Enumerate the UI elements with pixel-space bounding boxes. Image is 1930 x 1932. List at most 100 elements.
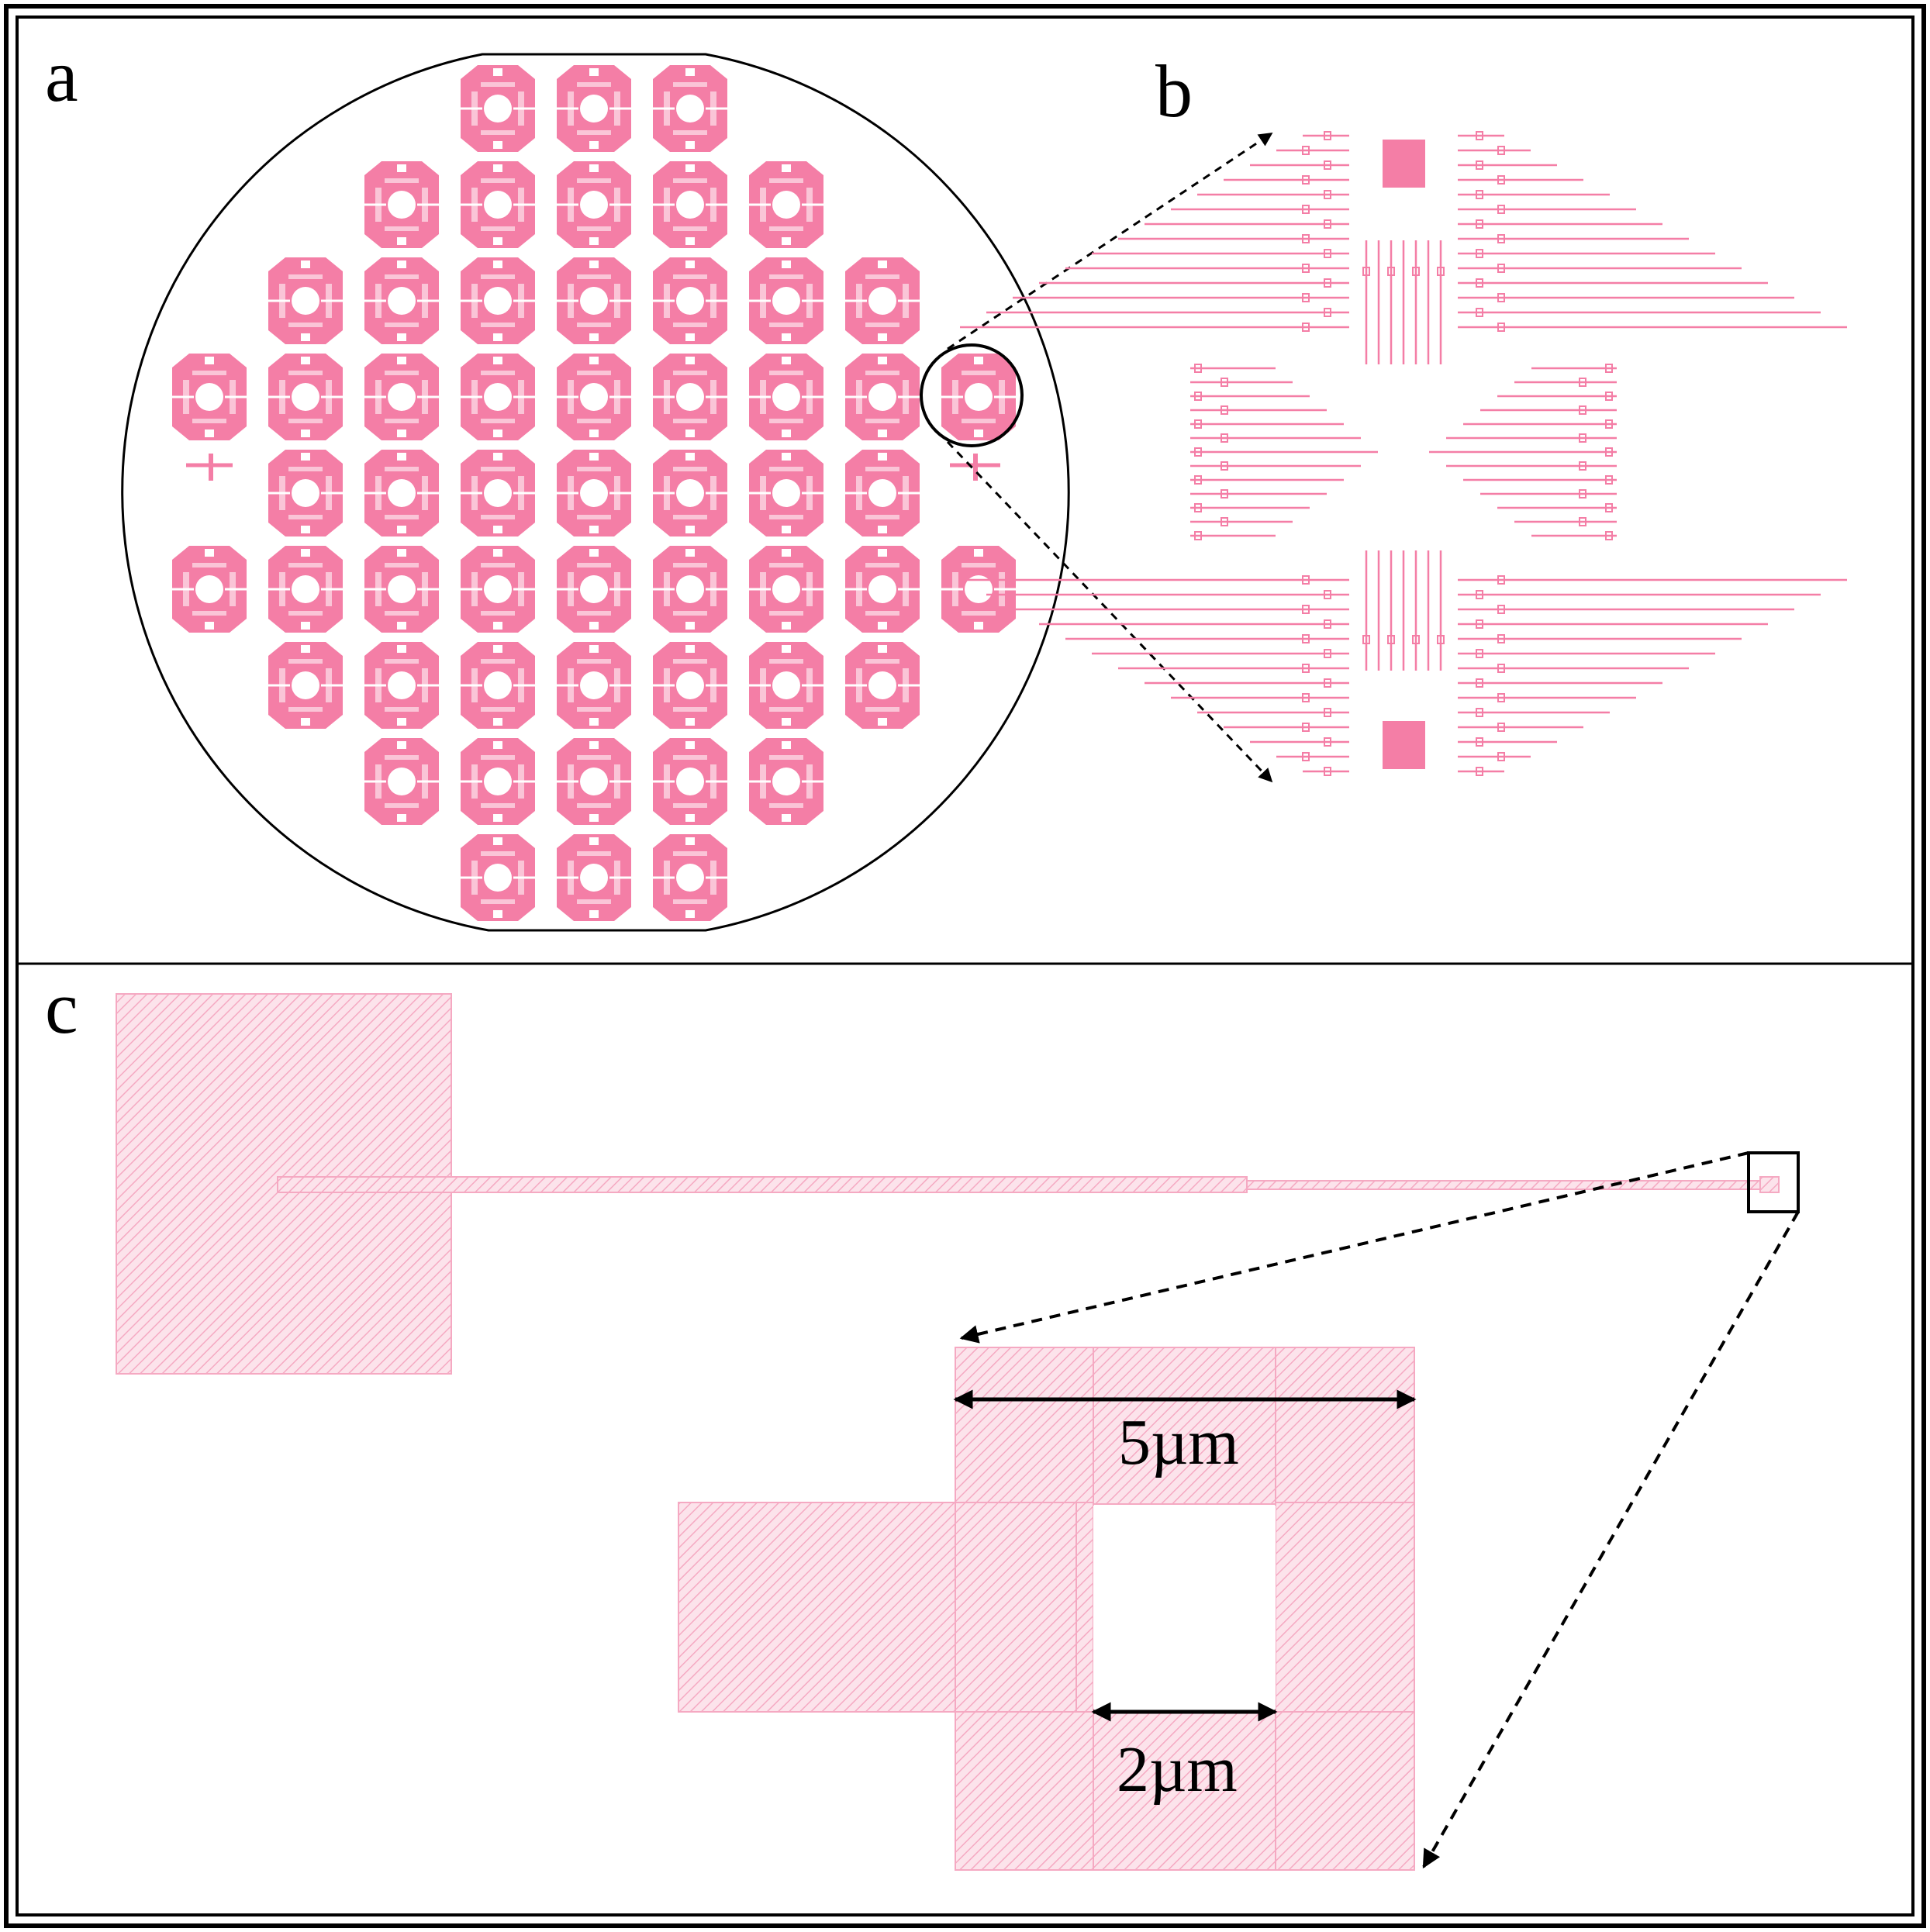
chip-bond-pad [1324, 219, 1331, 229]
chip-bond-pad [1497, 146, 1505, 155]
chip-bond-pad [1302, 693, 1310, 702]
lead-narrow [1246, 1180, 1769, 1190]
chip-bond-pad [1324, 619, 1331, 629]
wafer-die [844, 256, 921, 346]
wafer-die [651, 448, 729, 538]
wafer-die [459, 544, 537, 634]
chip-bond-pad [1194, 419, 1202, 429]
chip-bond-pad [1497, 693, 1505, 702]
chip-bond-pad [1476, 131, 1483, 140]
alignment-mark-right [950, 454, 1000, 481]
wafer-die [555, 64, 633, 154]
wafer-die [459, 256, 537, 346]
wafer-die [555, 544, 633, 634]
chip-bond-pad [1497, 664, 1505, 673]
wafer-die [555, 448, 633, 538]
panel-c-label: c [45, 966, 78, 1049]
chip-bond-pad [1605, 392, 1613, 401]
wafer-die [651, 640, 729, 730]
dim-label-2um: 2µm [1117, 1734, 1238, 1806]
wafer-die [459, 640, 537, 730]
wafer-die [363, 448, 440, 538]
chip-bond-pad [1497, 264, 1505, 273]
zoom-circle [920, 343, 1024, 447]
wafer-die [459, 64, 537, 154]
chip-bond-pad [1476, 249, 1483, 258]
wafer-die [651, 160, 729, 250]
wafer-die [747, 160, 825, 250]
chip-bond-pad [1476, 708, 1483, 717]
wafer-die [459, 448, 537, 538]
wafer-die [555, 352, 633, 442]
chip-bond-pad [1302, 234, 1310, 243]
panel-c: c 5µm 2µm [45, 966, 1800, 1871]
chip-bond-pad [1387, 267, 1395, 276]
chip-bond-pad [1324, 249, 1331, 258]
chip-bond-pad [1324, 131, 1331, 140]
wafer-die [747, 737, 825, 826]
wafer-die [651, 64, 729, 154]
chip-bond-pad [1497, 175, 1505, 185]
chip-bond-pad [1362, 635, 1370, 644]
wafer-die [459, 160, 537, 250]
inner-frame [16, 16, 1914, 1916]
wafer-die [651, 352, 729, 442]
wafer-die [171, 352, 248, 442]
wafer-die [747, 448, 825, 538]
wafer-die [363, 352, 440, 442]
wafer-die [747, 256, 825, 346]
chip-bond-pad [1302, 205, 1310, 214]
chip-bond-pad [1605, 447, 1613, 457]
lead-wide [277, 1176, 1248, 1193]
chip-bond-pad [1302, 323, 1310, 332]
wafer-die [363, 737, 440, 826]
wafer-die [171, 544, 248, 634]
chip-bond-pad [1302, 664, 1310, 673]
chip-bond-pad [1437, 635, 1445, 644]
chip-bond-pad [1324, 590, 1331, 599]
chip-bond-pad [1437, 267, 1445, 276]
chip-layout [960, 131, 1847, 776]
chip-bond-pad [1497, 605, 1505, 614]
wafer-die [651, 833, 729, 923]
chip-bond-pad [1220, 461, 1228, 471]
chip-bond-pad [1220, 378, 1228, 387]
chip-bond-pad [1605, 531, 1613, 540]
chip-bond-pad [1497, 234, 1505, 243]
wafer-die [267, 640, 344, 730]
chip-bond-pad [1579, 461, 1586, 471]
chip-bond-pad [1302, 575, 1310, 585]
panel-b: b [960, 50, 1847, 776]
zoom-line-bottom [946, 440, 1273, 783]
wafer-die [747, 544, 825, 634]
wafer-die [267, 352, 344, 442]
chip-bond-pad [1220, 433, 1228, 443]
chip-bond-pad [1497, 205, 1505, 214]
wafer-die [555, 256, 633, 346]
chip-bond-pad [1476, 590, 1483, 599]
panel-a-label: a [45, 34, 78, 117]
chip-bond-pad [1324, 708, 1331, 717]
chip-bond-pad [1194, 531, 1202, 540]
chip-bond-pad [1194, 475, 1202, 485]
wafer-die [940, 544, 1017, 634]
chip-bond-pad [1220, 489, 1228, 499]
chip-bond-pad [1302, 293, 1310, 302]
chip-bond-pad [1605, 475, 1613, 485]
chip-bond-pad [1497, 575, 1505, 585]
chip-bond-pad [1324, 190, 1331, 199]
chip-bond-pad [1579, 489, 1586, 499]
chip-bond-pad [1412, 267, 1420, 276]
chip-bond-pad [1324, 737, 1331, 747]
chip-bond-pad [1302, 264, 1310, 273]
chip-bond-pad [1476, 219, 1483, 229]
wafer-die [363, 544, 440, 634]
wafer-die [555, 160, 633, 250]
chip-bond-pad [1579, 405, 1586, 415]
wafer-die [747, 640, 825, 730]
chip-bond-pad [1476, 619, 1483, 629]
wafer-die [459, 833, 537, 923]
chip-bond-pad [1194, 392, 1202, 401]
chip-bond-pad [1605, 503, 1613, 512]
